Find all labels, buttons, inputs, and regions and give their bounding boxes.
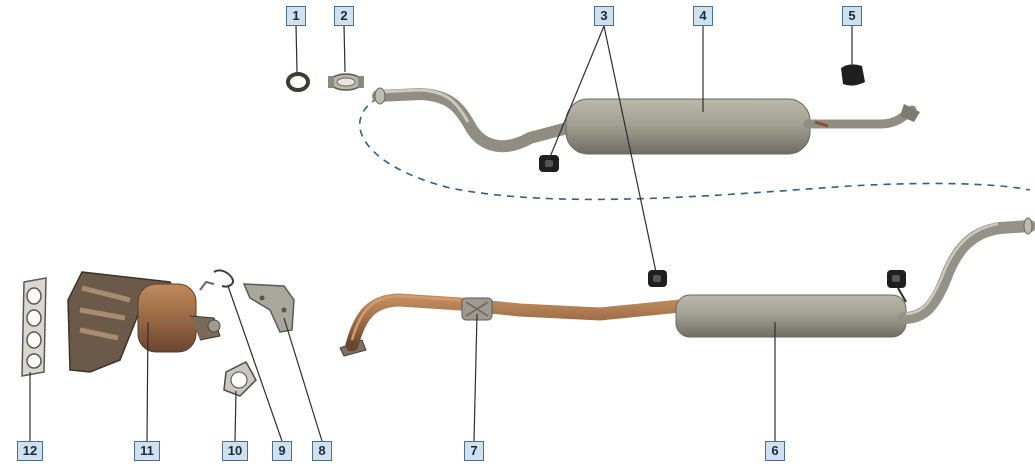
leader-7 [473,313,478,442]
leader-lines [29,24,853,442]
callout-3: 3 [594,6,614,26]
leader-9 [227,285,283,442]
main-muffler-body [675,294,907,338]
oxygen-sensor-9 [199,269,234,291]
leader-2 [343,24,346,73]
front-pipe-section [339,217,1035,357]
exhaust-manifold-11 [67,271,221,373]
hanger-rubber-5 [841,64,865,86]
gasket-10 [223,361,257,397]
leader-3a [549,25,605,158]
leader-8 [283,317,323,442]
rear-muffler-section [372,87,920,155]
front-downpipe [345,293,687,352]
rear-section-inlet-pipe [372,87,581,152]
callout-12: 12 [17,441,43,461]
leader-1 [295,24,298,73]
heat-shield-8 [242,283,295,333]
rubber-hangers [539,64,906,288]
callout-1: 1 [286,6,306,26]
callout-11: 11 [134,441,160,461]
callout-10: 10 [222,441,248,461]
tail-pipe [803,105,917,129]
connection-dashed-line [359,97,1031,201]
main-muffler-outlet-pipe [898,220,1035,324]
callout-9: 9 [272,441,292,461]
leader-3b [603,25,657,273]
callout-2: 2 [334,6,354,26]
callout-8: 8 [312,441,332,461]
small-parts [286,72,364,92]
gasket-12 [21,277,47,377]
callout-5: 5 [842,6,862,26]
leader-11 [146,321,149,442]
sealing-ring [286,72,310,92]
leader-10 [234,390,237,442]
clamp [328,73,364,91]
catalytic-converter [137,283,197,353]
rear-muffler-body [565,98,811,155]
callout-6: 6 [765,441,785,461]
callout-7: 7 [464,441,484,461]
callout-4: 4 [693,6,713,26]
